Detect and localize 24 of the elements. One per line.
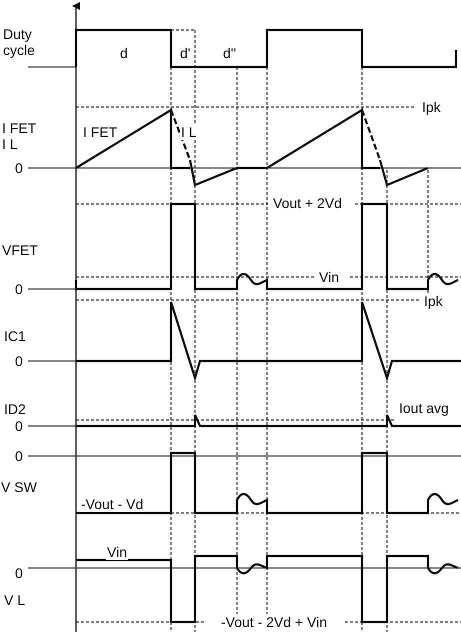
signal-label: IC1 — [3, 328, 27, 344]
signal-label: V SW — [0, 479, 38, 495]
level-label: -Vout - 2Vd + Vin — [220, 614, 328, 630]
level-label: -Vout - Vd — [80, 496, 144, 512]
level-label: Iout avg — [398, 400, 450, 416]
interval-label: d'' — [222, 45, 238, 61]
signal-label: VFET — [1, 242, 39, 258]
interval-label: d — [119, 45, 129, 61]
zero-label: 0 — [14, 281, 24, 297]
interval-label: d' — [179, 45, 192, 61]
level-label: Vout + 2Vd — [272, 195, 343, 211]
signal-label: ID2 — [3, 401, 27, 417]
signal-label: V L — [3, 592, 26, 608]
level-label: Ipk — [423, 293, 444, 309]
zero-label: 0 — [14, 418, 24, 434]
zero-label: 0 — [14, 160, 24, 176]
zero-label: 0 — [14, 448, 24, 464]
waveform-label: I L — [180, 124, 198, 140]
zero-label: 0 — [14, 565, 24, 581]
waveform-label: I FET — [82, 124, 118, 140]
level-label: Vin — [106, 544, 128, 560]
level-label: Ipk — [421, 99, 442, 115]
level-label: Vin — [318, 269, 340, 285]
zero-label: 0 — [14, 353, 24, 369]
